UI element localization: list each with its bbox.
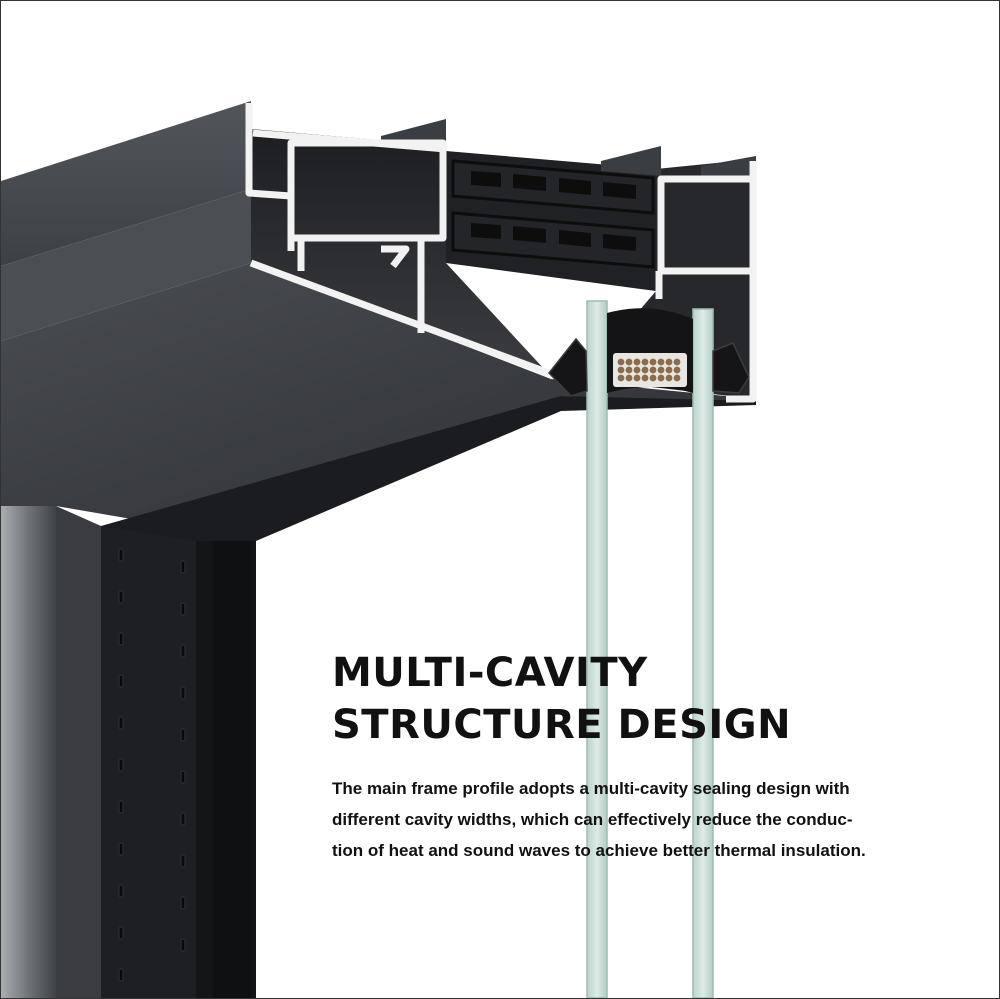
- feature-description: The main frame profile adopts a multi-ca…: [332, 773, 912, 866]
- frame-vertical-post: [1, 506, 256, 998]
- feature-heading-line-1: MULTI-CAVITY: [332, 650, 648, 696]
- feature-description-line-1: The main frame profile adopts a multi-ca…: [332, 779, 850, 798]
- frame-top-beam: [1, 101, 756, 541]
- glass-spacer: [607, 308, 693, 393]
- feature-description-line-2: different cavity widths, which can effec…: [332, 810, 853, 829]
- feature-heading-line-2: STRUCTURE DESIGN: [332, 702, 792, 748]
- thermal-break-strips: [451, 159, 655, 269]
- feature-heading: MULTI-CAVITY STRUCTURE DESIGN: [332, 647, 791, 751]
- feature-description-line-3: tion of heat and sound waves to achieve …: [332, 841, 866, 860]
- rubber-gaskets: [548, 337, 750, 397]
- post-drainage-slots: [118, 548, 186, 982]
- aluminium-profile-outline: [245, 103, 757, 403]
- double-glazing-panes: [586, 300, 714, 998]
